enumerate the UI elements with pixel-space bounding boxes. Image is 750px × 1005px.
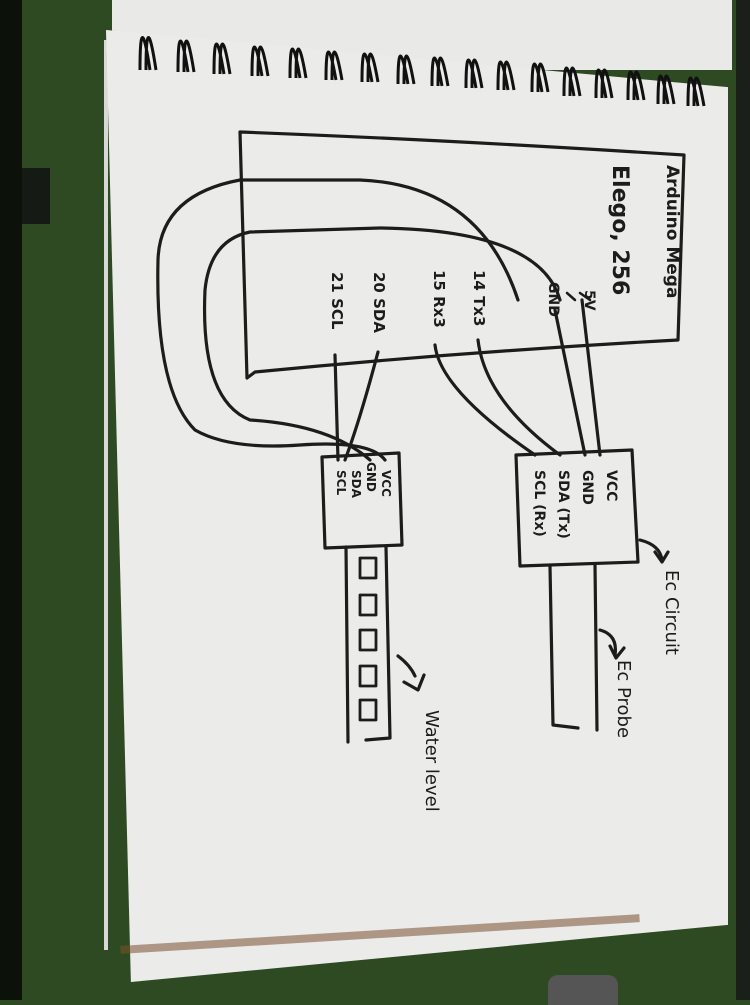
arrow-water-level <box>396 654 426 692</box>
pin-label-scl: 21 SCL <box>328 272 346 330</box>
notebook-page-edge <box>104 40 108 950</box>
water-level-segments <box>358 556 378 722</box>
water-level-box <box>320 451 404 550</box>
wire-gnd-wl <box>202 226 562 462</box>
ec-probe-outline <box>548 563 599 732</box>
pin-label-tx3: 14 Tx3 <box>470 270 488 327</box>
pin-label-sda: 20 SDA <box>370 272 388 333</box>
spiral-binding <box>138 36 706 107</box>
wire-gnd-ec <box>553 308 587 457</box>
ec-pin-gnd: GND <box>579 470 595 505</box>
desk-shadow-left <box>0 0 22 1000</box>
pointer-arrows <box>396 538 670 692</box>
wire-scl-wl <box>333 353 340 462</box>
wl-pin-gnd: GND <box>364 462 378 492</box>
ec-probe-label: Ec Probe <box>613 660 634 739</box>
water-level-probe <box>344 545 392 744</box>
pin-label-rx3: 15 Rx3 <box>430 270 448 328</box>
pin-ticks <box>565 291 592 302</box>
ec-pin-vcc: VCC <box>603 470 619 502</box>
wire-tx3-ec <box>476 338 562 457</box>
ec-pin-scl: SCL (Rx) <box>531 470 547 537</box>
desk-bracket <box>22 168 50 224</box>
wire-sda-wl <box>343 350 380 462</box>
board-name-line2: Elego, 256 <box>607 165 632 296</box>
arrow-ec-circuit <box>638 538 670 564</box>
wl-pin-sda: SDA <box>349 470 363 498</box>
water-level-label: Water level <box>421 710 442 812</box>
ec-circuit-box <box>514 448 640 568</box>
desk-shadow-right <box>736 0 750 1000</box>
ec-pin-sda: SDA (Tx) <box>555 470 571 539</box>
wire-5v-wl <box>156 178 520 462</box>
ec-circuit-label: Ec Circuit <box>661 570 682 655</box>
wl-pin-scl: SCL <box>334 470 348 496</box>
board-name-line1: Arduino Mega <box>662 165 682 299</box>
water-level-wires <box>156 178 562 462</box>
pin-label-gnd: GND <box>545 282 561 317</box>
arrow-ec-probe <box>598 628 626 660</box>
ec-wires <box>433 298 602 457</box>
pin-label-5v: 5V <box>581 290 597 311</box>
wl-pin-vcc: VCC <box>379 470 393 497</box>
wire-5v-ec <box>580 298 602 457</box>
wire-rx3-ec <box>433 343 537 457</box>
